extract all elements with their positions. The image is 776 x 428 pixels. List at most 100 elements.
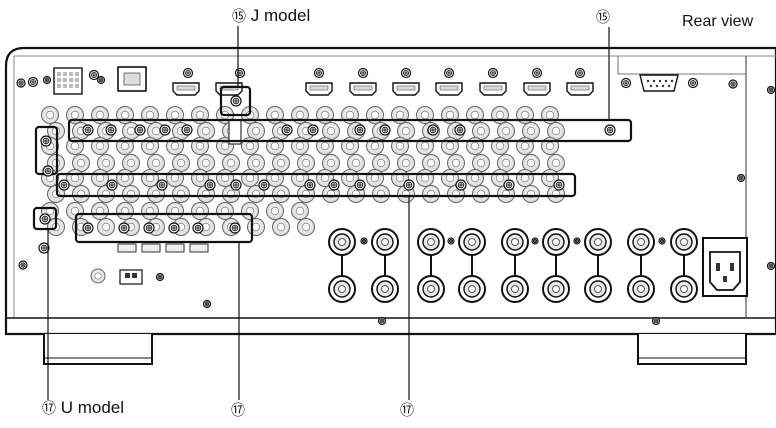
screw-icon	[604, 124, 616, 136]
rca-jack-icon	[272, 185, 290, 203]
screw-icon	[503, 179, 515, 191]
rca-jack-icon	[347, 154, 365, 172]
screw-icon	[620, 77, 632, 89]
highlight-box-row1	[67, 118, 633, 143]
speaker-terminal-icon	[584, 228, 612, 256]
right-foot	[637, 334, 747, 365]
speaker-terminal-icon	[542, 275, 570, 303]
screw-icon	[204, 179, 216, 191]
rca-jack-icon	[166, 169, 184, 187]
screw-icon	[455, 179, 467, 191]
speaker-terminal-icon	[584, 275, 612, 303]
speaker-terminal-icon	[501, 228, 529, 256]
screw-icon	[400, 67, 412, 79]
rca-jack-icon	[272, 218, 290, 236]
rca-jack-icon	[72, 154, 90, 172]
rca-jack-icon	[197, 154, 215, 172]
rca-jack-icon	[147, 154, 165, 172]
rca-jack-icon	[547, 122, 565, 140]
rca-jack-icon	[116, 202, 134, 220]
speaker-terminal-icon	[328, 275, 356, 303]
rca-jack-icon	[516, 169, 534, 187]
terminal-block-icon	[165, 243, 185, 253]
rca-jack-icon	[41, 106, 59, 124]
speaker-terminal-icon	[458, 228, 486, 256]
left-foot	[43, 334, 153, 365]
screw-icon	[553, 179, 565, 191]
hdmi-port-icon	[305, 82, 333, 96]
hdmi-port-icon	[349, 82, 377, 96]
rca-jack-icon	[247, 122, 265, 140]
rca-jack-icon	[422, 185, 440, 203]
terminal-block-icon	[189, 243, 209, 253]
screw-icon	[134, 124, 146, 136]
rca-jack-icon	[366, 169, 384, 187]
speaker-terminal-icon	[501, 275, 529, 303]
screw-icon	[182, 67, 194, 79]
screw-icon	[42, 165, 54, 177]
rca-jack-icon	[91, 169, 109, 187]
hdmi-port-icon	[479, 82, 507, 96]
highlight-box-u-single	[32, 206, 58, 231]
hdmi-port-icon	[435, 82, 463, 96]
rca-jack-icon	[447, 154, 465, 172]
rca-jack-icon	[547, 154, 565, 172]
rca-jack-icon	[466, 169, 484, 187]
screw-icon	[736, 173, 746, 183]
rca-jack-icon	[472, 185, 490, 203]
terminal-connector-icon	[119, 269, 143, 285]
screw-icon	[155, 272, 165, 282]
rca-jack-icon	[522, 122, 540, 140]
screw-icon	[360, 237, 368, 245]
rca-jack-icon	[247, 154, 265, 172]
rca-jack-icon	[172, 185, 190, 203]
usb-port-icon	[53, 67, 83, 95]
screw-icon	[531, 67, 543, 79]
rca-jack-icon	[122, 185, 140, 203]
rca-jack-icon	[372, 185, 390, 203]
screw-icon	[403, 179, 415, 191]
screw-icon	[574, 67, 586, 79]
rca-jack-icon	[372, 154, 390, 172]
hdmi-port-icon	[523, 82, 551, 96]
speaker-terminal-icon	[458, 275, 486, 303]
network-port-icon	[117, 66, 147, 92]
screw-icon	[354, 124, 366, 136]
u-model-text: U model	[60, 398, 125, 417]
screw-icon	[168, 222, 180, 234]
panel-parts	[16, 66, 776, 326]
rca-jack-icon	[397, 122, 415, 140]
screw-icon	[18, 260, 28, 270]
rca-jack-icon	[90, 268, 106, 284]
rca-jack-icon	[322, 122, 340, 140]
screw-icon	[328, 179, 340, 191]
rca-jack-icon	[297, 154, 315, 172]
screw-icon	[118, 222, 130, 234]
rca-jack-icon	[241, 169, 259, 187]
rca-jack-icon	[216, 202, 234, 220]
hdmi-port-icon	[172, 82, 200, 96]
screw-icon	[307, 124, 319, 136]
rca-jack-icon	[472, 154, 490, 172]
ac-inlet-icon	[702, 237, 748, 297]
rca-jack-icon	[116, 169, 134, 187]
screw-icon	[354, 179, 366, 191]
rca-jack-icon	[322, 154, 340, 172]
screw-icon	[40, 135, 52, 147]
highlight-box-row2	[55, 172, 577, 198]
rca-jack-icon	[472, 122, 490, 140]
speaker-terminal-icon	[627, 275, 655, 303]
screw-icon	[313, 67, 325, 79]
screw-icon	[143, 222, 155, 234]
screw-icon	[202, 299, 212, 309]
u-model-label: ⑰ U model	[42, 398, 124, 418]
rca-jack-icon	[522, 154, 540, 172]
screw-icon	[651, 316, 661, 326]
speaker-terminal-icon	[627, 228, 655, 256]
screw-icon	[487, 67, 499, 79]
rca-jack-icon	[522, 185, 540, 203]
screw-icon	[304, 179, 316, 191]
screw-icon	[766, 261, 776, 271]
